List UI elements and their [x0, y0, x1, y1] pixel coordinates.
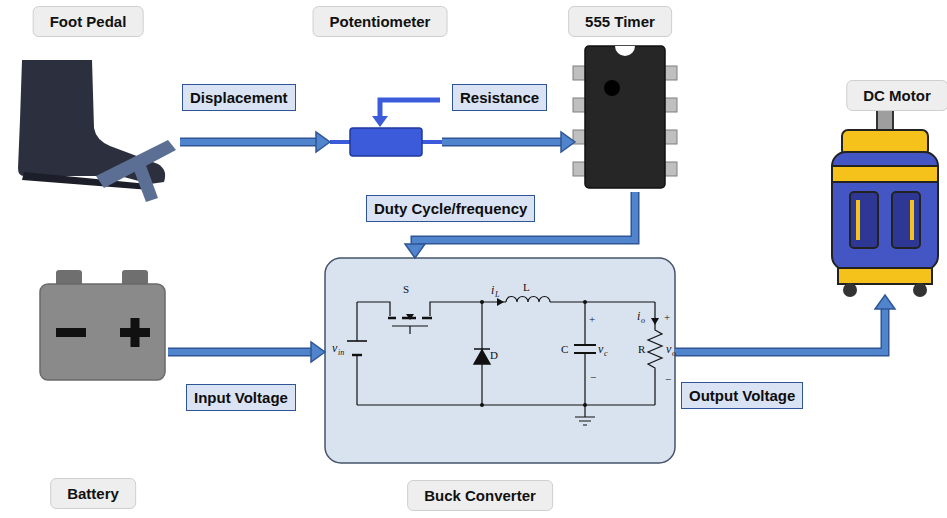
- potentiometer-symbol: [330, 100, 442, 156]
- component-title: 555 Timer: [568, 6, 672, 37]
- circuit-label: +: [589, 314, 595, 325]
- signal-arrow: [180, 132, 330, 152]
- circuit-label: o: [641, 317, 645, 325]
- circuit-label: −: [665, 374, 671, 385]
- component-node: Potentiometer: [330, 95, 442, 155]
- circuit-label: v: [332, 342, 337, 354]
- circuit-label: C: [561, 344, 568, 355]
- circuit-label: v: [598, 343, 603, 355]
- signal-label: Displacement: [182, 84, 296, 111]
- circuit-label: L: [495, 291, 499, 299]
- signal-arrow: [675, 295, 895, 352]
- circuit-label: i: [637, 310, 640, 322]
- component-node: Buck Converter: [325, 258, 675, 463]
- circuit-label: S: [403, 284, 409, 295]
- component-title: Battery: [50, 478, 136, 509]
- circuit-label: L: [523, 282, 530, 293]
- signal-arrow: [168, 342, 325, 362]
- circuit-label: in: [338, 349, 344, 357]
- circuit-label: c: [604, 350, 608, 358]
- signal-label: Resistance: [452, 84, 547, 111]
- component-title: Potentiometer: [313, 6, 448, 37]
- signal-label: Duty Cycle/frequency: [366, 195, 535, 222]
- component-title: DC Motor: [846, 80, 947, 111]
- circuit-label: D: [490, 350, 498, 361]
- circuit-label: R: [638, 344, 645, 355]
- battery-icon: [40, 270, 165, 380]
- component-node: 555 Timer: [575, 40, 677, 192]
- signal-arrow: [442, 132, 575, 152]
- circuit-label: +: [664, 312, 670, 323]
- circuit-label: −: [590, 372, 596, 383]
- circuit-label: v: [666, 343, 671, 355]
- circuit-label: i: [491, 284, 494, 296]
- buck-converter-schematic: [325, 258, 675, 463]
- circuit-label: o: [672, 350, 676, 358]
- component-node: Battery: [38, 268, 168, 383]
- component-node: Foot Pedal: [15, 45, 180, 200]
- component-title: Buck Converter: [407, 480, 553, 511]
- signal-label: Input Voltage: [186, 384, 296, 411]
- foot-pedal-icon: [18, 60, 176, 202]
- timer-chip-icon: [573, 46, 677, 188]
- signal-label: Output Voltage: [681, 382, 803, 409]
- component-title: Foot Pedal: [33, 6, 144, 37]
- component-node: DC Motor: [830, 110, 940, 295]
- dc-motor-icon: [832, 110, 938, 297]
